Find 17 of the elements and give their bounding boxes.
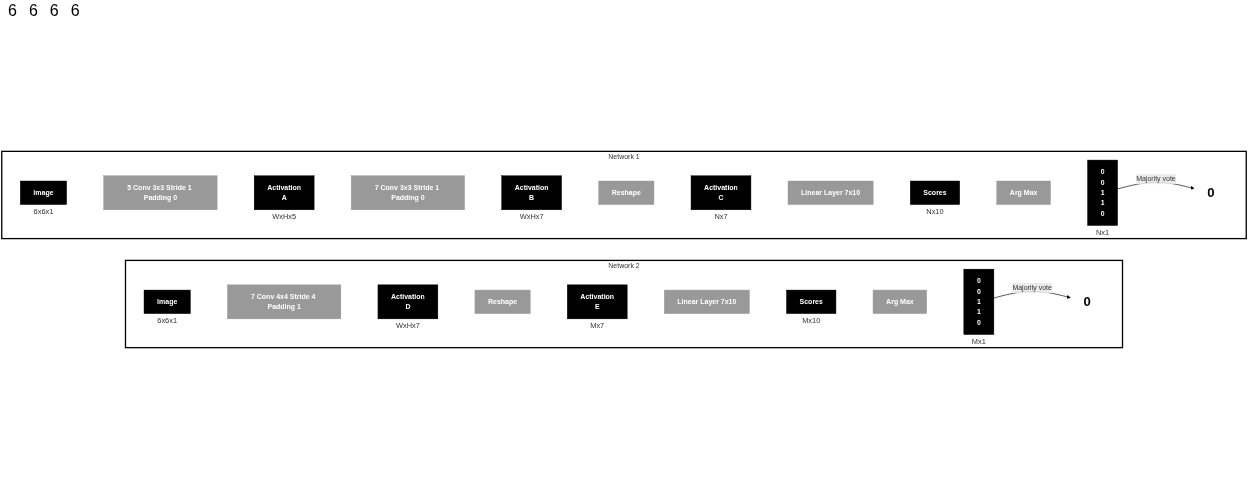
- dimension-label: 6: [8, 2, 17, 20]
- size-label: Nx10: [926, 207, 944, 217]
- size-label: Mx10: [802, 316, 821, 326]
- size-label: Mx7: [590, 321, 605, 331]
- size-label: Nx1: [1096, 228, 1110, 238]
- size-label: 6x6x1: [33, 207, 54, 217]
- size-label: 6x6x1: [157, 316, 178, 326]
- size-label: Nx7: [714, 212, 728, 222]
- node-text: 0: [1207, 185, 1215, 200]
- size-label: WxHx7: [395, 321, 420, 331]
- size-label: WxHx7: [519, 212, 544, 222]
- size-label: WxHx5: [272, 212, 297, 222]
- dimension-label: 6: [49, 2, 59, 20]
- size-label: Mx1: [971, 337, 986, 347]
- dimension-label: 6: [28, 2, 38, 20]
- node-text: 0: [1083, 294, 1091, 310]
- dimension-label: 6: [70, 2, 80, 20]
